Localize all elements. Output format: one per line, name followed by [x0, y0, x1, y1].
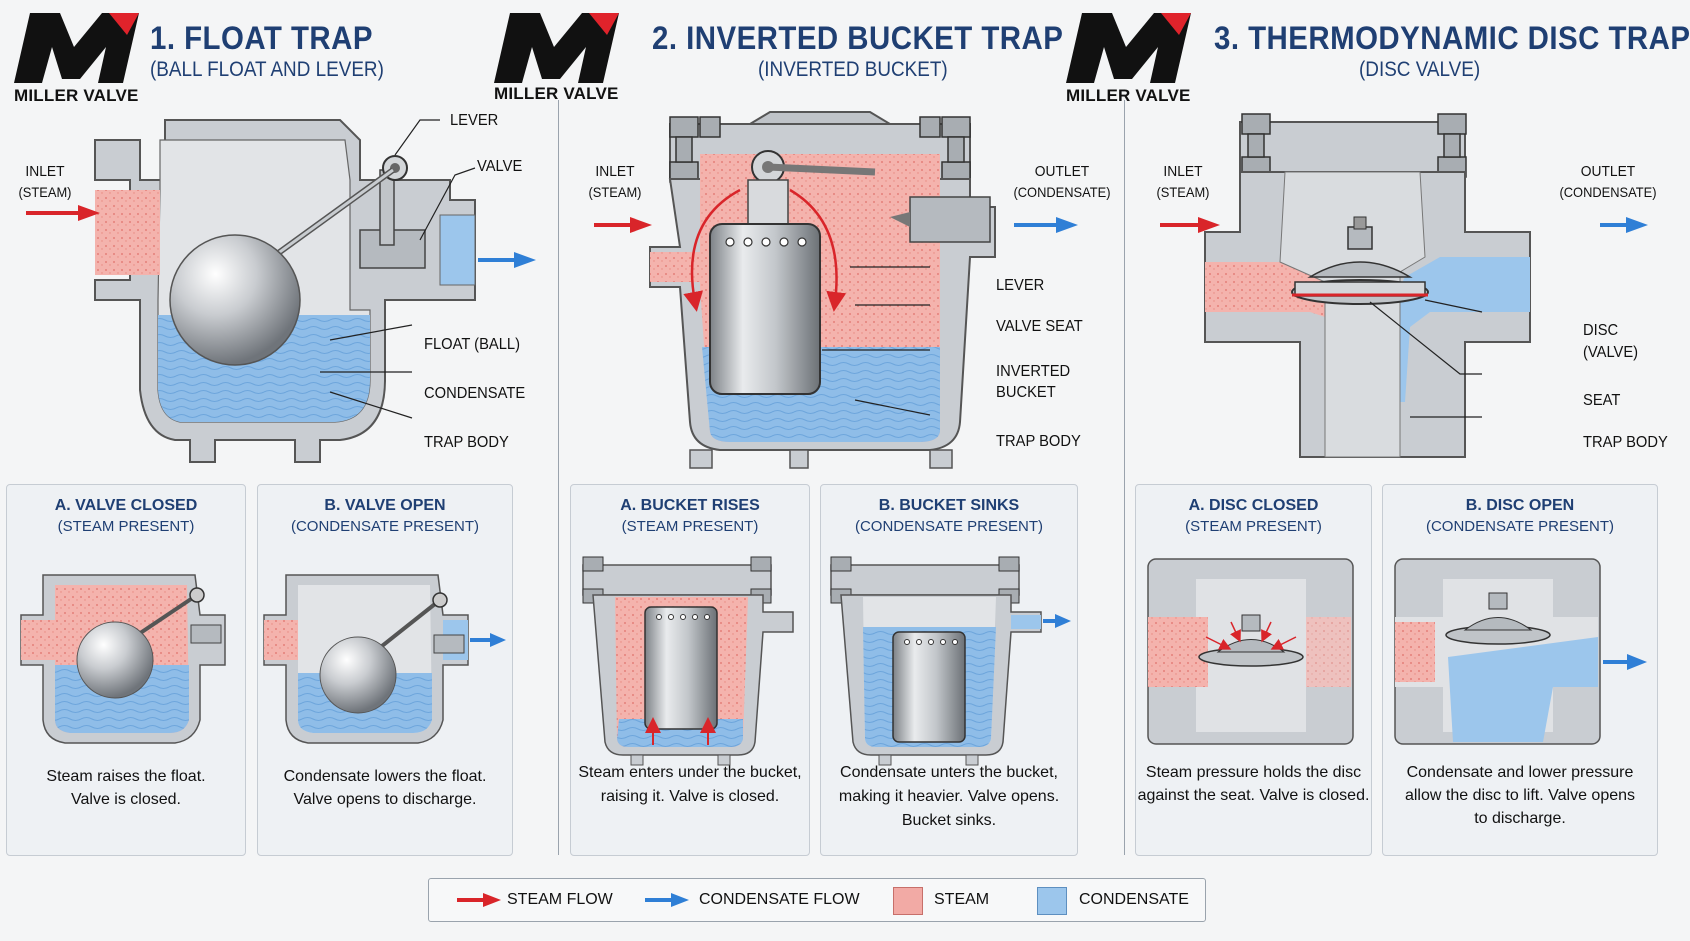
panel-title: B. BUCKET SINKS [878, 497, 1020, 514]
trap-3-subtitle: (DISC VALVE) [1359, 58, 1481, 81]
disc-trap-panel-b: B. DISC OPEN (CONDENSATE PRESENT) Conden… [1382, 484, 1658, 856]
bucket-rises-diagram [582, 556, 794, 766]
panel-caption-line-1: Steam pressure holds the disc [1145, 764, 1362, 781]
legend-condensate-flow: CONDENSATE FLOW [699, 891, 860, 908]
seat-label: SEAT [1583, 392, 1621, 409]
panel-title: A. DISC CLOSED [1188, 497, 1319, 514]
inverted-bucket-label-1: INVERTED [996, 363, 1071, 380]
float-trap-closed-diagram [20, 574, 226, 744]
brand-name: MILLER VALVE [1066, 86, 1191, 105]
inlet-label: INLET [595, 163, 635, 180]
panel-subtitle: (STEAM PRESENT) [1185, 518, 1322, 535]
panel-caption-line-2: making it heavier. Valve opens. [838, 788, 1060, 805]
lever-label: LEVER [450, 112, 499, 129]
trap-body-label: TRAP BODY [424, 434, 509, 451]
valve-label: VALVE [477, 158, 523, 175]
panel-title: B. DISC OPEN [1465, 497, 1575, 514]
disc-label-1: DISC [1583, 322, 1619, 339]
legend: STEAM FLOW CONDENSATE FLOW STEAM CONDENS… [428, 878, 1206, 922]
float-trap-open-diagram [263, 574, 506, 744]
panel-caption-line-1: Condensate unters the bucket, [840, 764, 1058, 781]
disc-label-2: (VALVE) [1583, 344, 1639, 361]
brand-name: MILLER VALVE [494, 84, 619, 103]
panel-subtitle: (CONDENSATE PRESENT) [290, 518, 480, 535]
condensate-label: CONDENSATE [424, 385, 526, 402]
inlet-sub-label: (STEAM) [1156, 184, 1210, 200]
trap-2-subtitle: (INVERTED BUCKET) [758, 58, 948, 81]
column-divider [1124, 100, 1125, 855]
panel-title: B. VALVE OPEN [324, 497, 446, 514]
float-trap-panel-b: B. VALVE OPEN (CONDENSATE PRESENT) Conde… [257, 484, 513, 856]
panel-caption-line-2: allow the disc to lift. Valve opens [1404, 787, 1636, 804]
panel-subtitle: (STEAM PRESENT) [621, 518, 759, 535]
panel-subtitle: (STEAM PRESENT) [57, 518, 195, 535]
float-trap-panel-a: A. VALVE CLOSED (STEAM PRESENT) Steam ra… [6, 484, 246, 856]
condensate-flow-legend-arrow [645, 893, 689, 907]
steam-flow-arrow [594, 217, 652, 233]
brand-name: MILLER VALVE [14, 86, 139, 105]
condensate-flow-arrow [478, 252, 536, 268]
legend-steam-flow: STEAM FLOW [507, 891, 613, 908]
outlet-label: OUTLET [1034, 163, 1090, 180]
disc-closed-diagram [1147, 558, 1354, 745]
lever-label: LEVER [996, 277, 1045, 294]
steam-flow-arrow [26, 205, 100, 221]
panel-caption-line-1: Steam raises the float. [46, 768, 206, 785]
inlet-sub-label: (STEAM) [18, 184, 72, 200]
panel-caption-line-3: Bucket sinks. [901, 812, 997, 829]
legend-steam: STEAM [934, 891, 990, 908]
condensate-flow-arrow [1014, 217, 1078, 233]
panel-subtitle: (CONDENSATE PRESENT) [854, 518, 1044, 535]
panel-caption-line-2: Valve is closed. [71, 791, 181, 808]
inverted-bucket-trap-diagram [649, 111, 996, 469]
disc-trap-diagram [1204, 113, 1531, 458]
trap-body-label: TRAP BODY [996, 433, 1081, 450]
trap-body-label: TRAP BODY [1583, 434, 1668, 451]
disc-open-diagram [1394, 558, 1647, 745]
condensate-swatch [1037, 887, 1067, 915]
steam-flow-legend-arrow [457, 893, 501, 907]
outlet-sub-label: (CONDENSATE) [1559, 184, 1657, 200]
bucket-sinks-diagram [830, 556, 1071, 766]
panel-caption-line-2: against the seat. Valve is closed. [1137, 787, 1370, 804]
float-label: FLOAT (BALL) [424, 336, 520, 353]
panel-caption-line-1: Steam enters under the bucket, [578, 764, 802, 781]
panel-title: A. VALVE CLOSED [54, 497, 198, 514]
legend-condensate: CONDENSATE [1079, 891, 1189, 908]
bucket-trap-panel-a: A. BUCKET RISES (STEAM PRESENT) Steam en… [570, 484, 810, 856]
outlet-sub-label: (CONDENSATE) [1013, 184, 1111, 200]
miller-logo-icon [14, 13, 139, 83]
inlet-label: INLET [1163, 163, 1203, 180]
miller-logo-icon [494, 13, 619, 83]
inlet-label: INLET [25, 163, 65, 180]
panel-caption-line-1: Condensate and lower pressure [1406, 764, 1634, 781]
panel-subtitle: (CONDENSATE PRESENT) [1425, 518, 1615, 535]
trap-2-title: 2. INVERTED BUCKET TRAP [652, 20, 1064, 56]
panel-caption-line-2: raising it. Valve is closed. [600, 788, 780, 805]
panel-caption-line-1: Condensate lowers the float. [283, 768, 487, 785]
valve-seat-label: VALVE SEAT [996, 318, 1083, 335]
trap-1-title: 1. FLOAT TRAP [150, 20, 373, 56]
column-divider [558, 100, 559, 855]
steam-flow-arrow [1160, 217, 1220, 233]
trap-3-title: 3. THERMODYNAMIC DISC TRAP [1214, 20, 1690, 56]
panel-caption-line-2: Valve opens to discharge. [293, 791, 477, 808]
panel-caption-line-3: to discharge. [1474, 810, 1566, 827]
disc-trap-panel-a: A. DISC CLOSED (STEAM PRESENT) Steam pre… [1135, 484, 1372, 856]
miller-logo-icon [1066, 13, 1191, 83]
inlet-sub-label: (STEAM) [588, 184, 642, 200]
outlet-label: OUTLET [1580, 163, 1636, 180]
bucket-trap-panel-b: B. BUCKET SINKS (CONDENSATE PRESENT) Con… [820, 484, 1078, 856]
panel-title: A. BUCKET RISES [620, 497, 760, 514]
float-trap-diagram [94, 119, 476, 463]
condensate-flow-arrow [1600, 217, 1648, 233]
steam-swatch [893, 887, 923, 915]
inverted-bucket-label-2: BUCKET [996, 384, 1056, 401]
trap-1-subtitle: (BALL FLOAT AND LEVER) [150, 58, 384, 81]
